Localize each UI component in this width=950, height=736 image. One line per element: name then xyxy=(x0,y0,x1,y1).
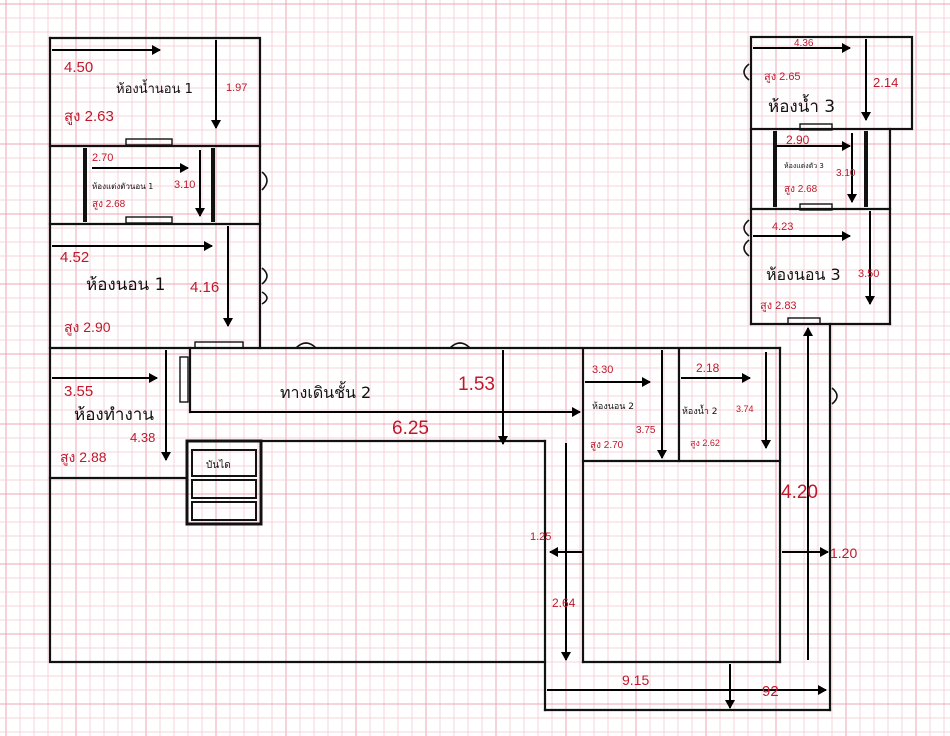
bed2-name: ห้องนอน 2 xyxy=(592,401,634,412)
dress1-width: 2.70 xyxy=(92,152,113,164)
work-height: สูง 2.88 xyxy=(60,449,107,466)
dress1-height: สูง 2.68 xyxy=(92,199,126,210)
dimension-labels: 1.25 2.64 4.20 1.20 9.15 92 xyxy=(530,482,857,700)
bed1-height: สูง 2.90 xyxy=(64,319,111,336)
stairs-label: บันได xyxy=(206,459,231,471)
dress3-depth: 3.10 xyxy=(836,168,856,179)
bed2-height: สูง 2.70 xyxy=(590,440,624,451)
room-labels: 4.50 ห้องน้ำนอน 1 1.97 สูง 2.63 2.70 ห้อ… xyxy=(60,38,898,471)
bed3-depth: 3.50 xyxy=(858,268,879,280)
bed1-width: 4.52 xyxy=(60,249,89,266)
work-name: ห้องทำงาน xyxy=(74,405,154,425)
bath1-depth: 1.97 xyxy=(226,82,247,94)
dress3-height: สูง 2.68 xyxy=(784,184,818,195)
bath2-height: สูง 2.62 xyxy=(690,438,720,449)
dimension-arrows xyxy=(52,39,875,709)
bath2-name: ห้องน้ำ 2 xyxy=(682,404,718,417)
dim-9-15: 9.15 xyxy=(622,672,649,688)
hall-width: 6.25 xyxy=(392,418,429,439)
bath3-name: ห้องน้ำ 3 xyxy=(768,94,835,117)
bed2-depth: 3.75 xyxy=(636,425,656,436)
bath1-height: สูง 2.63 xyxy=(64,108,114,125)
bed3-width: 4.23 xyxy=(772,221,793,233)
work-depth: 4.38 xyxy=(130,430,155,445)
dress3-name: ห้องแต่งตัว 3 xyxy=(784,162,824,170)
bath2-width: 2.18 xyxy=(696,361,720,375)
doors xyxy=(125,123,833,403)
bed1-depth: 4.16 xyxy=(190,279,219,296)
hall-depth: 1.53 xyxy=(458,374,495,395)
bath1-name: ห้องน้ำนอน 1 xyxy=(116,79,193,97)
stairs xyxy=(185,439,263,526)
bath2-depth: 3.74 xyxy=(736,404,754,414)
bath3-height: สูง 2.65 xyxy=(764,71,801,83)
bed1-name: ห้องนอน 1 xyxy=(86,275,165,295)
dress1-depth: 3.10 xyxy=(174,179,195,191)
hall-name: ทางเดินชั้น 2 xyxy=(280,381,371,402)
bed3-height: สูง 2.83 xyxy=(760,300,797,312)
dress1-name: ห้องแต่งตัวนอน 1 xyxy=(92,182,153,191)
bed3-name: ห้องนอน 3 xyxy=(766,265,841,284)
dim-1-20: 1.20 xyxy=(830,545,857,561)
bath1-width: 4.50 xyxy=(64,59,93,76)
bath3-depth: 2.14 xyxy=(873,75,898,90)
walls xyxy=(48,35,914,712)
dress3-width: 2.90 xyxy=(786,133,810,147)
bath3-width: 4.36 xyxy=(794,38,814,49)
window-marks xyxy=(261,63,838,405)
bed2-width: 3.30 xyxy=(592,364,613,376)
dim-4-20: 4.20 xyxy=(781,482,818,503)
dim-1-25: 1.25 xyxy=(530,531,551,543)
work-width: 3.55 xyxy=(64,383,93,400)
dim-2-64: 2.64 xyxy=(552,596,576,610)
dim-92: 92 xyxy=(762,683,779,700)
